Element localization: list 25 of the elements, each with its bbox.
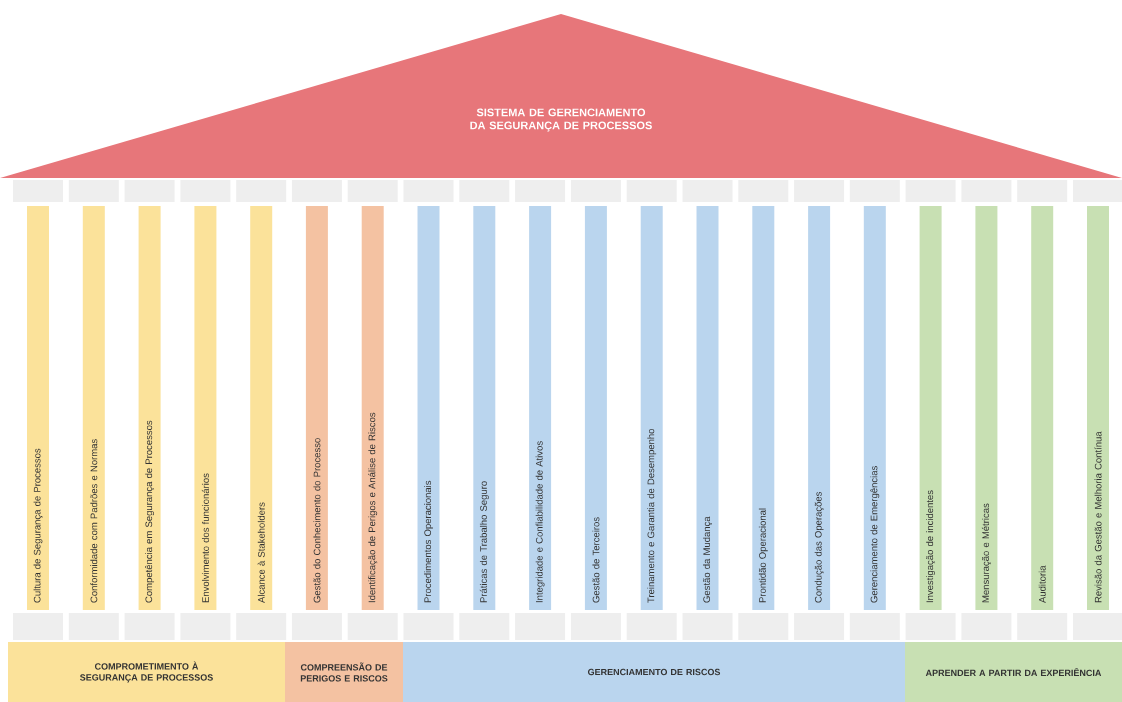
pillar: Cultura de Segurança de Processos — [27, 206, 49, 610]
pillar: Competência em Segurança de Processos — [138, 206, 161, 610]
pillar: Gestão de Terceiros — [584, 206, 607, 610]
pillar: Condução das Operações — [808, 206, 831, 610]
pillar: Treinamento e Garantia de Desempenho — [640, 206, 663, 610]
pillar: Alcance à Stakeholders — [250, 206, 273, 610]
pillar: Gestão da Mudança — [696, 206, 719, 610]
pillar: Integridade e Confiabilidade de Ativos — [529, 206, 552, 610]
pillar: Investigação de incidentes — [919, 206, 942, 610]
pillar: Procedimentos Operacionais — [417, 206, 440, 610]
category-band: COMPROMETIMENTO À SEGURANÇA DE PROCESSOS — [8, 642, 285, 702]
pillar: Envolvimento dos funcionários — [194, 206, 217, 610]
pillar: Mensuração e Métricas — [975, 206, 998, 610]
category-band: COMPREENSÃO DE PERIGOS E RISCOS — [285, 642, 403, 702]
pillar: Identificação de Perigos e Análise de Riscos — [361, 206, 384, 610]
pillar: Prontidão Operacional — [752, 206, 775, 610]
pillar: Auditoria — [1031, 206, 1054, 610]
pillar: Revisão da Gestão e Melhoria Contínua — [1087, 206, 1109, 610]
category-band: GERENCIAMENTO DE RISCOS — [403, 642, 905, 702]
pillar: Práticas de Trabalho Seguro — [473, 206, 496, 610]
category-band: APRENDER A PARTIR DA EXPERIÊNCIA — [905, 642, 1122, 702]
pillar: Gestão do Conhecimento do Processo — [305, 206, 328, 610]
roof: SISTEMA DE GERENCIAMENTO DA SEGURANÇA DE PROCESSOS — [0, 14, 1122, 178]
pillar: Conformidade com Padrões e Normas — [82, 206, 105, 610]
pillar: Gerenciamento de Emergências — [863, 206, 886, 610]
